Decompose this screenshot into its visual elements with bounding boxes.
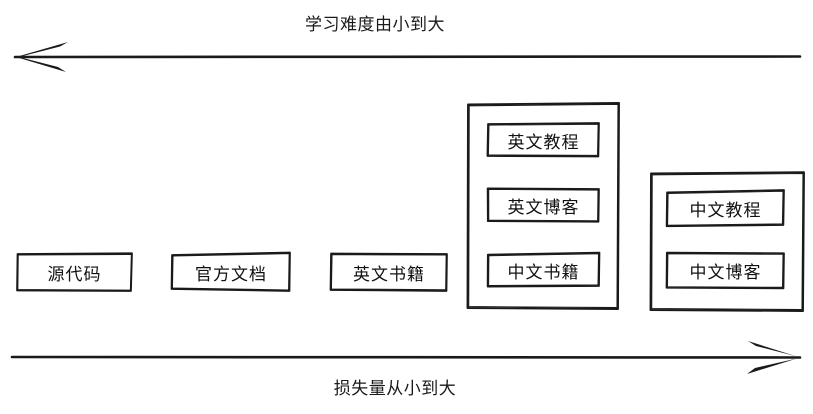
node-english-books[interactable]: 英文书籍 [329, 252, 448, 292]
sketch-border [649, 171, 805, 312]
node-label: 中文博客 [689, 263, 762, 283]
sketch-border [170, 251, 291, 292]
node-label: 官方文档 [195, 265, 267, 285]
node-english-blog[interactable]: 英文博客 [486, 187, 600, 223]
node-english-tutorial[interactable]: 英文教程 [486, 122, 600, 158]
sketch-border [665, 251, 785, 290]
bottom-axis-label: 损失量从小到大 [333, 379, 457, 399]
sketch-border [486, 122, 600, 158]
node-chinese-books[interactable]: 中文书籍 [486, 251, 601, 288]
node-label: 英文书籍 [353, 265, 425, 285]
node-official-docs[interactable]: 官方文档 [170, 251, 291, 292]
node-chinese-blog[interactable]: 中文博客 [665, 251, 785, 290]
node-label: 中文书籍 [507, 262, 580, 283]
node-chinese-tutorial[interactable]: 中文教程 [665, 189, 785, 228]
sketch-border [486, 251, 601, 288]
sketch-border [466, 102, 620, 310]
difficulty-axis-arrow [13, 42, 802, 72]
sketch-border [16, 252, 133, 292]
sketch-border [329, 252, 448, 292]
sketch-border [486, 187, 600, 223]
node-source-code[interactable]: 源代码 [16, 252, 133, 292]
node-label: 源代码 [47, 265, 102, 285]
sketch-border [665, 189, 785, 228]
node-label: 中文教程 [689, 201, 762, 221]
top-axis-label: 学习难度由小到大 [305, 15, 445, 35]
node-label: 英文教程 [507, 132, 580, 153]
node-label: 英文博客 [507, 197, 580, 218]
